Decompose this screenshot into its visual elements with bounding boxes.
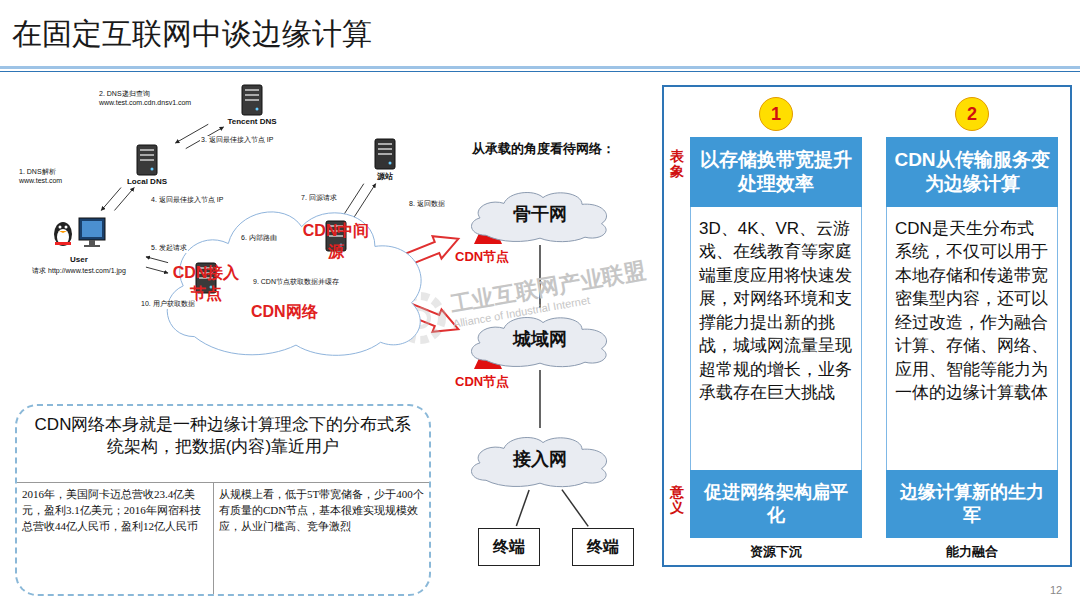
origin-server: 源站 (362, 138, 408, 182)
edge-label: 3. 返回最佳接入节点 IP (200, 136, 274, 145)
server-icon (373, 138, 397, 170)
column-caption: 资源下沉 (690, 543, 862, 561)
user-terminal: User 请求 http://www.test.com/1.jpg (14, 212, 144, 276)
node-text: CDN中间源 (300, 221, 372, 263)
row-label: 表象 (670, 149, 684, 180)
node-text: 接入网 (513, 447, 567, 471)
node-text: 城域网 (513, 327, 567, 351)
dns-server: Tencent DNS (210, 84, 294, 126)
edge-label: 1. DNS解析 www.test.com (18, 168, 92, 186)
column-footer: 促进网络架构扁平化资源下沉 (690, 470, 862, 538)
connector (539, 370, 541, 428)
column-caption: 能力融合 (886, 543, 1058, 561)
connector (562, 490, 588, 527)
node-text: 2 (967, 104, 977, 125)
edge-label: 9. CDN节点获取数据并缓存 (252, 278, 340, 287)
callout-number: 2 (955, 97, 989, 131)
node-text: 请求 http://www.test.com/1.jpg (32, 266, 126, 276)
node-text: CDN网络 (251, 302, 318, 323)
cdn-node-label: CDN节点 (455, 248, 509, 266)
node-text: 终端 (587, 537, 619, 558)
node-text: User (70, 255, 88, 264)
title: 在固定互联网中谈边缘计算 (12, 14, 372, 55)
note-cell: 从规模上看，低于5T带宽储备，少于400个有质量的CDN节点，基本很难实现规模效… (213, 482, 429, 594)
cdn-server: CDN接入节点 (170, 262, 242, 294)
edge-label: 10. 用户获取数据 (140, 300, 196, 309)
cdn-server: CDN中间源 (300, 220, 372, 252)
node-text: Local DNS (127, 177, 167, 186)
row-label: 意义 (670, 485, 684, 516)
title-rule (0, 71, 1080, 72)
node-text: Tencent DNS (227, 117, 276, 126)
terminal-box: 终端 (572, 528, 634, 566)
edge-label: 5. 发起请求 (150, 244, 188, 253)
node-text: 1 (771, 104, 781, 125)
edge-label: 7. 回源请求 (300, 194, 338, 203)
cdn-node-label: CDN节点 (455, 373, 509, 391)
terminal-box: 终端 (478, 528, 540, 566)
node-text: 终端 (493, 537, 525, 558)
node-text: 促进网络架构扁平化 (698, 481, 854, 528)
connector (341, 184, 363, 219)
connector (146, 257, 168, 263)
network-cloud: 接入网 (465, 430, 615, 488)
node-text: 源站 (377, 171, 393, 182)
connector (101, 188, 121, 211)
column-footer: 边缘计算新的生力军能力融合 (886, 470, 1058, 538)
page-number: 12 (1050, 584, 1062, 596)
node-text: 3D、4K、VR、云游戏、在线教育等家庭端重度应用将快速发展，对网络环境和支撑能… (699, 217, 853, 405)
edge-label: 6. 内部路由 (240, 234, 278, 243)
column-heading: 以存储换带宽提升处理效率 (690, 137, 862, 207)
column-heading: CDN从传输服务变为边缘计算 (886, 137, 1058, 207)
connector (516, 490, 529, 526)
edge-label: 4. 返回最佳接入节点 IP (150, 196, 224, 205)
node-text: 以存储换带宽提升处理效率 (698, 148, 854, 196)
node-text: CDN从传输服务变为边缘计算 (894, 148, 1050, 196)
edge-label: 8. 返回数据 (408, 200, 446, 209)
node-text: CDN是天生分布式系统，不仅可以用于本地存储和传递带宽密集型内容，还可以经过改造… (895, 217, 1049, 405)
callout-number: 1 (759, 97, 793, 131)
dns-server: Local DNS (110, 144, 184, 186)
connector (114, 188, 134, 211)
server-icon (135, 144, 159, 176)
server-icon (240, 84, 264, 116)
section-label: 从承载的角度看待网络： (472, 140, 615, 158)
node-text: CDN接入节点 (170, 263, 242, 305)
title-rule (0, 66, 1080, 69)
node-text: CDN网络本身就是一种边缘计算理念下的分布式系统架构，把数据(内容)靠近用户 (27, 414, 419, 458)
user-icon (49, 212, 109, 254)
edge-label: 2. DNS递归查询 www.test.com.cdn.dnsv1.com (98, 90, 208, 108)
summary-panel: 表象意义 1 以存储换带宽提升处理效率 3D、4K、VR、云游戏、在线教育等家庭端重度… (662, 85, 1072, 567)
cdn-cloud: CDN网络 CDN中间源 CDN接入节点 (155, 190, 437, 342)
node-text: 2016年，美国阿卡迈总营收23.4亿美元，盈利3.1亿美元；2016年网宿科技… (22, 487, 208, 535)
connector (146, 267, 168, 273)
note-cell: 2016年，美国阿卡迈总营收23.4亿美元，盈利3.1亿美元；2016年网宿科技… (17, 482, 213, 594)
network-cloud: 骨干网 (465, 185, 615, 243)
column-body: CDN是天生分布式系统，不仅可以用于本地存储和传递带宽密集型内容，还可以经过改造… (886, 207, 1058, 470)
node-text: 从规模上看，低于5T带宽储备，少于400个有质量的CDN节点，基本很难实现规模效… (219, 487, 424, 535)
node-text: 边缘计算新的生力军 (894, 481, 1050, 528)
note-box: CDN网络本身就是一种边缘计算理念下的分布式系统架构，把数据(内容)靠近用户 20… (15, 404, 431, 596)
node-text: 骨干网 (513, 202, 567, 226)
column-body: 3D、4K、VR、云游戏、在线教育等家庭端重度应用将快速发展，对网络环境和支撑能… (690, 207, 862, 470)
connector (353, 184, 375, 219)
